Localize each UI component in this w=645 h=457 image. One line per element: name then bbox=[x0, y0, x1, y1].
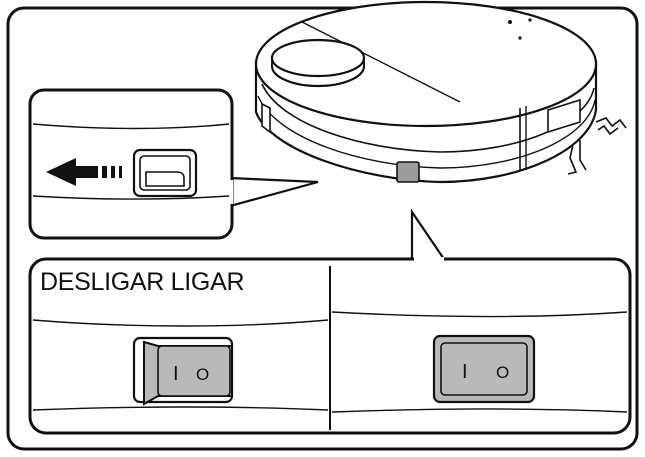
rocker-switch-off-icon: I O bbox=[132, 336, 234, 406]
switch-off-on-symbol: I bbox=[173, 363, 179, 385]
sliding-switch-icon bbox=[132, 148, 198, 198]
switch-off-off-symbol: O bbox=[196, 365, 209, 384]
slide-left-arrow-icon bbox=[46, 158, 122, 186]
switch-states-callout: DESLIGAR LIGAR I O I O bbox=[28, 208, 632, 435]
robot-vacuum-icon bbox=[254, 0, 627, 184]
side-brush-icon bbox=[567, 117, 627, 175]
switch-on-off-symbol: O bbox=[496, 363, 509, 382]
switch-slide-panel bbox=[28, 88, 234, 240]
rocker-switch-on-icon: I O bbox=[432, 334, 536, 404]
switch-slide-callout bbox=[28, 88, 319, 240]
switch-on-on-symbol: I bbox=[462, 361, 468, 383]
robot-switch-location bbox=[396, 161, 420, 183]
off-on-caption: DESLIGAR LIGAR bbox=[40, 268, 244, 296]
